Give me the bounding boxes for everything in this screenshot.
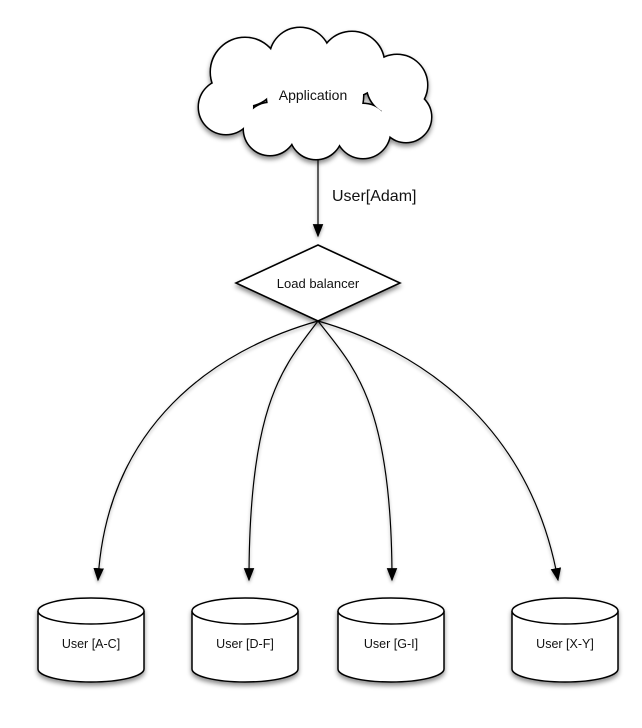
edge-lb-to-shard-a-c	[93, 320, 319, 582]
cylinder-top	[37, 597, 145, 625]
shard-label-d-f: User [D-F]	[216, 637, 274, 651]
shard-cylinder-a-c	[37, 597, 145, 683]
cylinder-body	[511, 611, 619, 683]
shard-cylinder-g-i	[337, 597, 445, 683]
edge-group	[93, 157, 562, 582]
edge-label-user-adam: User[Adam]	[332, 188, 416, 205]
shard-label-g-i: User [G-I]	[364, 637, 418, 651]
cylinder-top	[337, 597, 445, 625]
edge-lb-to-shard-d-f	[243, 320, 319, 582]
shard-cylinder-x-y	[511, 597, 619, 683]
shard-label-a-c: User [A-C]	[62, 637, 120, 651]
application-label: Application	[279, 87, 348, 103]
edge-lb-to-shard-g-i	[317, 320, 398, 582]
cylinder-top	[511, 597, 619, 625]
cylinder-body	[37, 611, 145, 683]
cylinder-top	[191, 597, 299, 625]
cylinder-body	[337, 611, 445, 683]
edge-lb-to-shard-x-y	[317, 320, 562, 582]
diamond-shape	[234, 244, 402, 322]
shard-cylinder-d-f	[191, 597, 299, 683]
cylinder-body	[191, 611, 299, 683]
load-balancer-node	[234, 244, 402, 322]
shard-label-x-y: User [X-Y]	[536, 637, 594, 651]
load-balancer-label: Load balancer	[277, 276, 360, 291]
